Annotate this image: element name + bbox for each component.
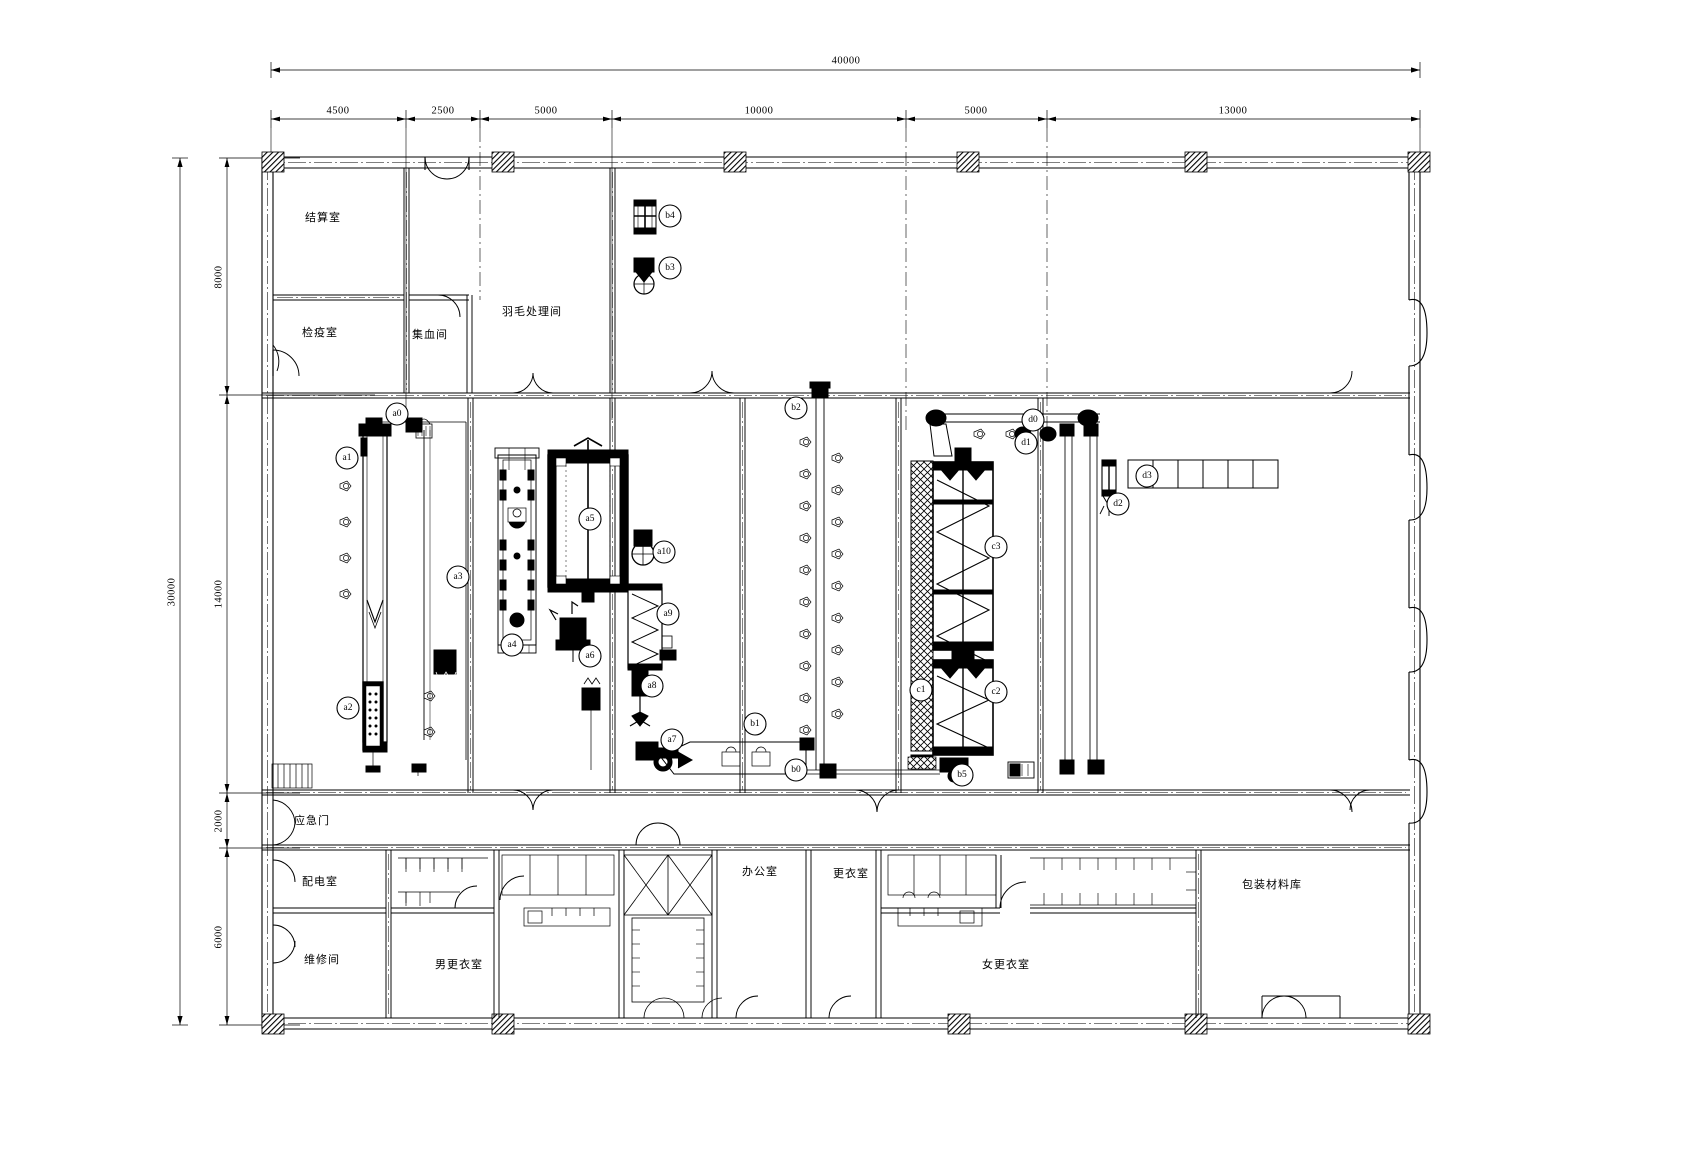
dimension-top-3: 5000 [534, 105, 558, 117]
dimension-chain-top [270, 62, 1421, 430]
room-label-locker: 更衣室 [833, 867, 869, 880]
equipment-tag-a5: a5 [585, 514, 595, 524]
dimension-top-2: 2500 [431, 105, 455, 117]
room-label-power-dist: 配电室 [302, 875, 338, 888]
room-label-settlement: 结算室 [305, 211, 341, 224]
equipment-tag-b1: b1 [750, 719, 760, 729]
equipment-misc [806, 769, 940, 775]
room-label-blood-collect: 集血间 [412, 328, 448, 341]
equipment-tag-a9: a9 [663, 609, 673, 619]
dimension-top-1: 4500 [326, 105, 350, 117]
equipment-tag-b3: b3 [665, 263, 675, 273]
equipment-tag-c2: c2 [991, 687, 1001, 697]
equipment-line-b [633, 199, 1035, 783]
structural-columns [261, 151, 1431, 1035]
room-label-repair: 维修间 [304, 953, 340, 966]
dimension-overall-width: 40000 [831, 55, 861, 67]
equipment-tag-a3: a3 [453, 572, 463, 582]
equipment-tag-c3: c3 [991, 542, 1001, 552]
equipment-tag-a0: a0 [392, 409, 402, 419]
equipment-tag-b2: b2 [791, 403, 801, 413]
equipment-tag-a4: a4 [507, 640, 517, 650]
equipment-line-c [907, 447, 994, 770]
room-label-pack-mat-store: 包装材料库 [1242, 878, 1302, 891]
equipment-tag-b0: b0 [791, 765, 801, 775]
dimension-left-2: 14000 [213, 579, 225, 609]
dimension-left-1: 8000 [213, 265, 225, 289]
room-label-office: 办公室 [742, 865, 778, 878]
equipment-tag-d1: d1 [1021, 438, 1031, 448]
building-outline [261, 156, 1428, 1030]
equipment-tag-c1: c1 [916, 685, 926, 695]
dimension-top-4: 10000 [744, 105, 774, 117]
dimension-left-4: 6000 [213, 925, 225, 949]
room-label-men-locker: 男更衣室 [435, 958, 483, 971]
equipment-tag-a2: a2 [343, 703, 353, 713]
room-label-feather-process: 羽毛处理间 [502, 305, 562, 318]
room-label-women-locker: 女更衣室 [982, 958, 1030, 971]
dimension-top-5: 5000 [964, 105, 988, 117]
emergency-corridor [262, 799, 1410, 1019]
doors-mid-wall [512, 370, 1353, 394]
room-label-quarantine: 检疫室 [302, 326, 338, 339]
equipment-tag-d3: d3 [1142, 471, 1152, 481]
equipment-tag-a10: a10 [657, 547, 671, 557]
partitions-upper-left [262, 156, 1410, 399]
hook-rails-left [398, 857, 488, 903]
equipment-line-a [339, 417, 694, 776]
equipment-tag-d2: d2 [1113, 499, 1123, 509]
partitions-production [262, 398, 1410, 813]
equipment-tag-d0: d0 [1028, 415, 1038, 425]
equipment-tag-a1: a1 [342, 453, 352, 463]
equipment-tag-b5: b5 [957, 770, 967, 780]
dimension-top-6: 13000 [1218, 105, 1248, 117]
dimension-overall-height: 30000 [166, 577, 178, 607]
equipment-line-d [925, 409, 1279, 775]
dimension-chain-left [172, 157, 375, 1026]
partitions-bottom [272, 850, 1196, 1019]
equipment-tag-a7: a7 [667, 735, 677, 745]
equipment-tag-b4: b4 [665, 211, 675, 221]
dimension-left-3: 2000 [213, 809, 225, 833]
equipment-tag-a8: a8 [647, 681, 657, 691]
equipment-tag-a6: a6 [585, 651, 595, 661]
room-label-emergency-door: 应急门 [294, 814, 330, 827]
